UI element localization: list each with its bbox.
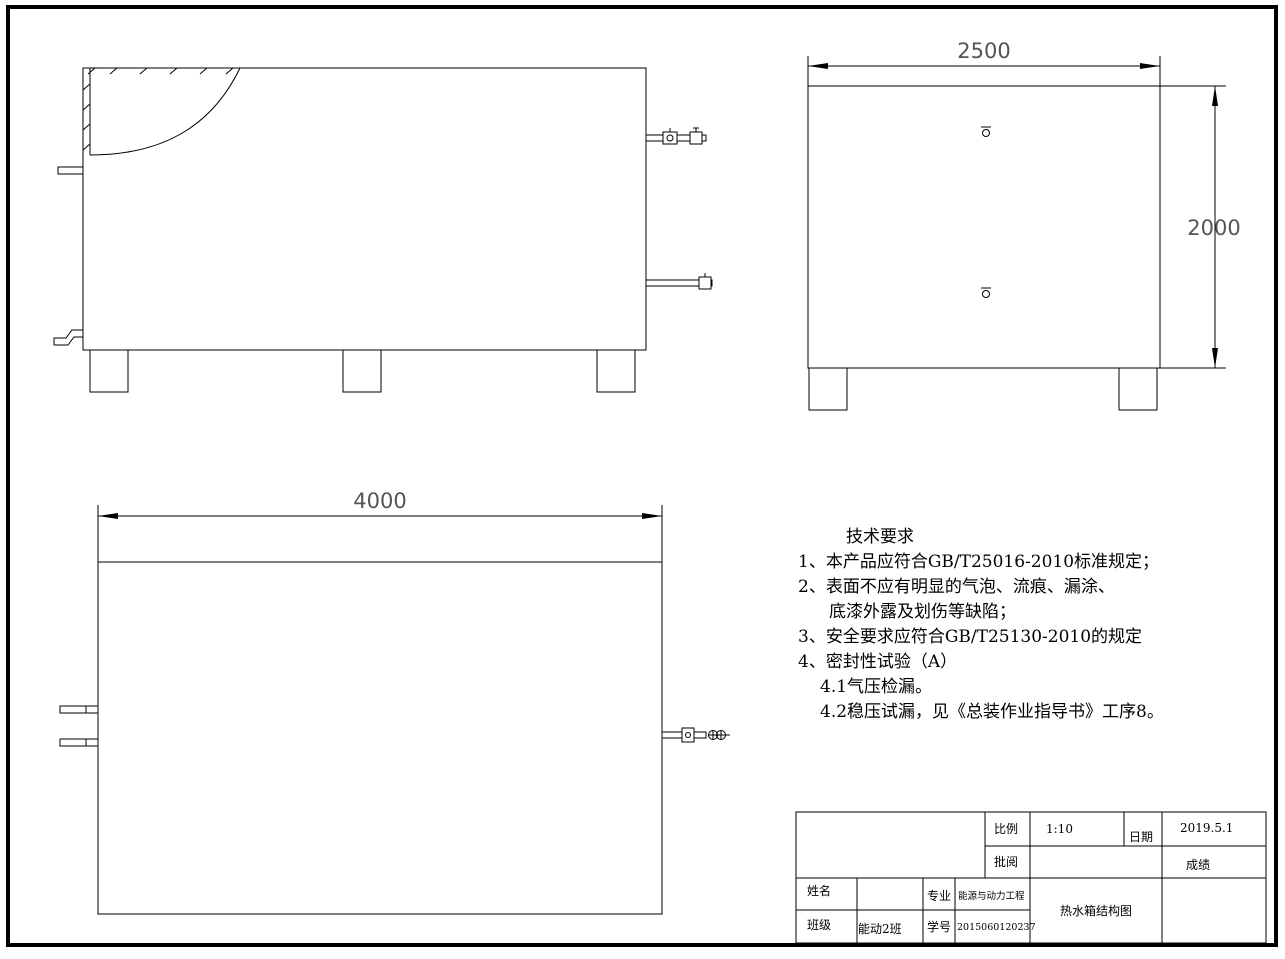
date-label: 日期 xyxy=(1129,830,1153,844)
front-view xyxy=(53,67,713,393)
date-value: 2019.5.1 xyxy=(1180,821,1233,835)
scale-value: 1:10 xyxy=(1046,822,1073,836)
title-block: 比例 1:10 日期 2019.5.1 批阅 成绩 姓名 专业 能源与动力工程 … xyxy=(795,811,1267,944)
drawing-title: 热水箱结构图 xyxy=(1060,903,1132,918)
side-view-tank-body xyxy=(807,85,1161,369)
side-view-upper-fitting xyxy=(981,126,991,137)
class-value: 能动2班 xyxy=(858,922,902,936)
grade-label: 成绩 xyxy=(1186,858,1210,872)
requirement-line: 2、表面不应有明显的气泡、流痕、漏涂、 xyxy=(798,577,1115,597)
side-view-lower-fitting xyxy=(981,287,991,298)
front-view-leg-right xyxy=(596,349,636,393)
requirement-line: 4.2稳压试漏，见《总装作业指导书》工序8。 xyxy=(820,702,1164,722)
front-view-leg-left xyxy=(89,349,129,393)
top-view: 4000 xyxy=(59,489,730,915)
requirement-line: 3、安全要求应符合GB/T25130-2010的规定 xyxy=(798,627,1142,647)
review-label: 批阅 xyxy=(994,854,1018,869)
side-height-dimension: 2000 xyxy=(1187,216,1240,240)
front-view-right-lower-valve xyxy=(645,273,713,290)
top-view-tank-body xyxy=(97,561,663,915)
student-id-label: 学号 xyxy=(927,919,951,934)
name-label: 姓名 xyxy=(807,883,831,898)
major-label: 专业 xyxy=(927,888,951,903)
side-width-dimension: 2500 xyxy=(957,39,1010,63)
front-view-leg-middle xyxy=(342,349,382,393)
major-value: 能源与动力工程 xyxy=(958,890,1025,902)
technical-requirements: 技术要求 1、本产品应符合GB/T25016-2010标准规定； 2、表面不应有… xyxy=(798,527,1164,722)
requirement-line: 4.1气压检漏。 xyxy=(820,677,932,697)
front-view-tank-body xyxy=(82,67,647,351)
top-length-dimension: 4000 xyxy=(353,489,406,513)
class-label: 班级 xyxy=(807,918,831,932)
front-view-left-drain-pipe xyxy=(53,329,83,346)
student-id-value: 2015060120237 xyxy=(957,922,1036,933)
top-view-right-valve xyxy=(661,727,730,743)
front-view-section-curve xyxy=(89,67,241,156)
outer-border xyxy=(6,5,1278,947)
requirement-line: 4、密封性试验（A） xyxy=(798,652,957,672)
side-view-leg-left xyxy=(808,367,848,411)
side-view-leg-right xyxy=(1118,367,1158,411)
side-view: 2500 2000 xyxy=(807,39,1241,411)
front-view-left-inlet-pipe xyxy=(57,166,84,175)
front-view-hatching xyxy=(82,67,234,151)
requirement-line: 底漆外露及划伤等缺陷； xyxy=(829,602,1016,622)
requirements-title: 技术要求 xyxy=(846,527,914,547)
front-view-right-upper-valve xyxy=(645,127,707,145)
requirement-line: 1、本产品应符合GB/T25016-2010标准规定； xyxy=(798,552,1159,572)
scale-label: 比例 xyxy=(994,822,1018,836)
